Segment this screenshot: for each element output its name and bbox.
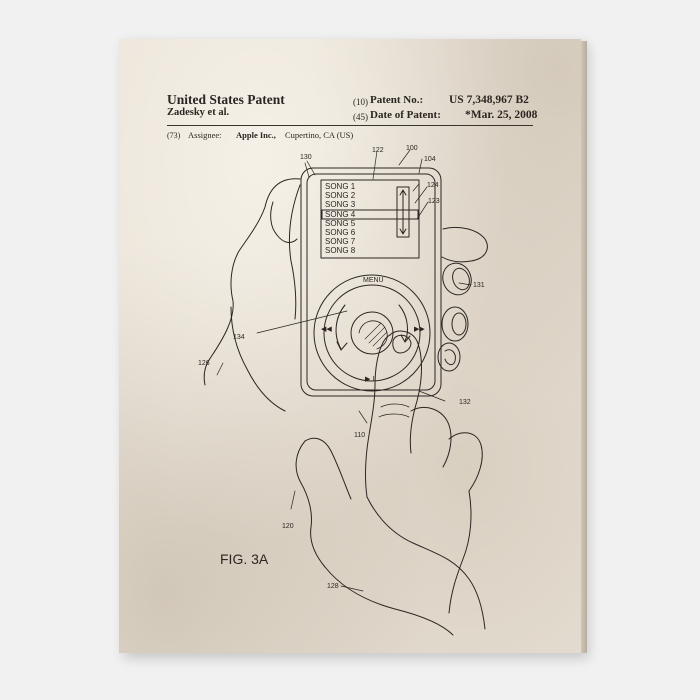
fingertip-1 (442, 262, 472, 296)
song-1: SONG 1 (325, 182, 356, 191)
inventor-line: Zadesky et al. (167, 107, 230, 118)
ref-120: 120 (282, 523, 294, 530)
ref-100: 100 (406, 145, 418, 152)
rotation-arrow-left-head (336, 341, 348, 351)
date-code: (45) (353, 112, 368, 122)
ref-128: 128 (327, 583, 339, 590)
index-fingertip (389, 330, 418, 342)
front-hand-right-edge (448, 490, 472, 614)
index-finger-right (409, 340, 422, 454)
ref-110: 110 (354, 432, 365, 439)
scroll-bar (396, 186, 410, 238)
center-button-hatch (364, 322, 388, 347)
front-hand-wrist (324, 566, 454, 636)
song-2: SONG 2 (325, 191, 356, 200)
front-hand-left-edge (295, 440, 326, 568)
ref-130: 130 (300, 154, 312, 161)
leader-128 (340, 585, 364, 592)
left-thumb (270, 201, 298, 243)
left-hand-palm (288, 184, 301, 320)
rotation-arrow-right (398, 304, 408, 342)
screen-highlight-row (321, 209, 419, 220)
ref-131: 131 (473, 282, 485, 289)
rotation-arrow-left (335, 304, 346, 350)
ref-124: 124 (427, 182, 439, 189)
song-5: SONG 5 (325, 219, 356, 228)
patent-no-label: Patent No.: (370, 94, 424, 106)
song-8: SONG 8 (325, 246, 356, 255)
ref-123: 123 (428, 198, 440, 205)
right-finger-top (441, 226, 488, 263)
left-hand-outline (203, 178, 301, 386)
fingertip-2 (441, 306, 469, 342)
fingertip-2-nail (451, 312, 467, 336)
ref-104: 104 (424, 156, 436, 163)
click-wheel (313, 274, 431, 392)
front-hand-finger-b (410, 407, 452, 468)
patent-title: United States Patent (167, 92, 285, 107)
patent-no-code: (10) (353, 97, 368, 107)
front-hand-finger-c (448, 432, 483, 492)
device-inner-edge (306, 173, 436, 391)
front-hand-finger-a (304, 437, 352, 500)
device-screen (320, 179, 420, 259)
assignee-name: Apple Inc., (236, 130, 276, 140)
center-button-shading (358, 320, 388, 350)
ref-134: 134 (233, 334, 245, 341)
song-4: SONG 4 (325, 210, 356, 219)
index-fingernail (392, 334, 412, 354)
song-3: SONG 3 (325, 200, 356, 209)
patent-date: *Mar. 25, 2008 (465, 109, 538, 121)
wheel-play-label: ▶ II (365, 376, 376, 383)
canvas-side-edge (581, 41, 587, 653)
click-wheel-inner-ring (323, 284, 421, 382)
fingertip-1-nail (452, 267, 470, 291)
patent-canvas-print: United States Patent Zadesky et al. (10)… (119, 39, 581, 653)
patent-number: US 7,348,967 B2 (449, 94, 529, 106)
assignee-code: (73) (167, 131, 181, 140)
knuckle-lines (378, 403, 410, 418)
ref-132: 132 (459, 399, 471, 406)
assignee-label: Assignee: (188, 130, 222, 140)
front-hand-palm-bottom (366, 496, 486, 630)
scroll-arrow (399, 189, 407, 235)
song-7: SONG 7 (325, 237, 356, 246)
song-6: SONG 6 (325, 228, 356, 237)
patent-drawing: ◀◀ ▶▶ 130 122 100 104 124 123 131 134 12… (198, 145, 488, 636)
date-label: Date of Patent: (370, 109, 441, 121)
rewind-glyph: ◀◀ (321, 326, 332, 333)
figure-label: FIG. 3A (220, 551, 269, 567)
fingertip-3 (437, 342, 461, 372)
ref-126: 126 (198, 360, 210, 367)
header-rule (167, 125, 533, 126)
ref-122: 122 (372, 147, 384, 154)
forward-glyph: ▶▶ (414, 326, 425, 333)
index-finger (365, 334, 391, 498)
wheel-menu-label: MENU (363, 277, 384, 284)
assignee-location: Cupertino, CA (US) (285, 130, 354, 140)
left-hand-wrist (230, 306, 286, 412)
fingertip-3-nail (444, 349, 456, 366)
device-body (300, 167, 442, 397)
leader-lines (216, 149, 472, 510)
